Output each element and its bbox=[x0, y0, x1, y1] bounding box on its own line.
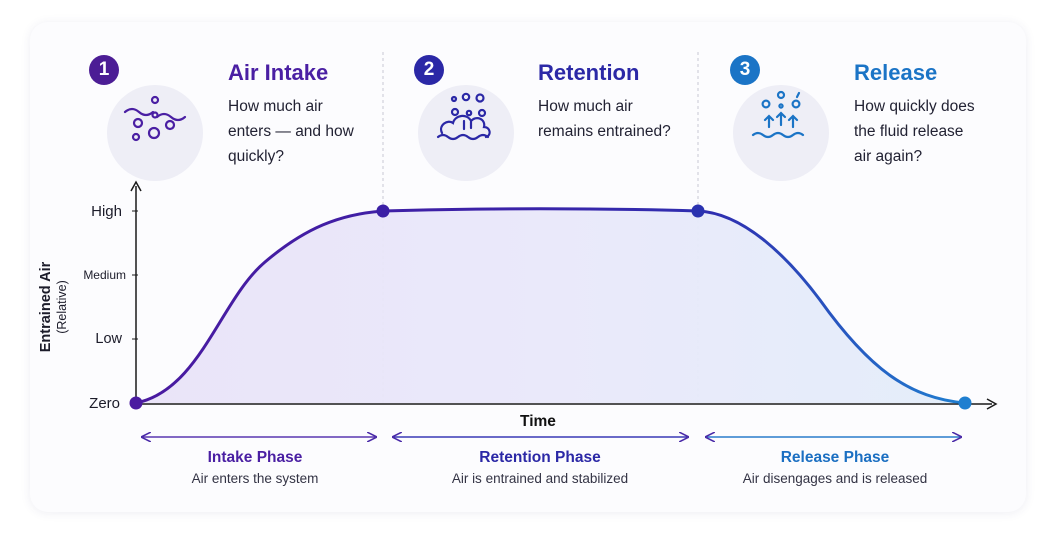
curve-point-start bbox=[129, 396, 143, 410]
y-axis-title-area: Entrained Air (Relative) bbox=[24, 232, 84, 382]
phase-1-question-line: quickly? bbox=[228, 148, 284, 165]
intake-phase-label: Intake Phase bbox=[207, 449, 303, 466]
air-intake-icon-circle bbox=[107, 85, 203, 181]
y-level-zero: Zero bbox=[89, 395, 120, 412]
release-phase-label: Release Phase bbox=[780, 449, 890, 466]
phase-1-question: How much air enters — and how quickly? bbox=[228, 94, 354, 169]
x-axis-arrow bbox=[986, 398, 998, 410]
curve-point-end bbox=[958, 396, 972, 410]
phase-1-question-line: How much air bbox=[228, 98, 323, 115]
retention-phase-label: Retention Phase bbox=[479, 449, 601, 466]
retention-icon-circle bbox=[418, 85, 514, 181]
y-level-low: Low bbox=[95, 331, 122, 347]
release-phase-description: Air disengages and is released bbox=[742, 471, 928, 486]
phase-3-question-line: the fluid release bbox=[854, 123, 964, 140]
retention-phase-description: Air is entrained and stabilized bbox=[451, 471, 629, 486]
y-axis-arrow bbox=[130, 180, 142, 192]
phase-3-question-line: How quickly does bbox=[854, 98, 975, 115]
entrained-air-curve bbox=[134, 207, 967, 405]
phase-2-badge: 2 bbox=[414, 55, 444, 85]
curve-point-retention-start bbox=[376, 204, 390, 218]
y-level-high: High bbox=[91, 203, 122, 220]
phase-2-question: How much air remains entrained? bbox=[538, 94, 671, 144]
phase-3-question-line: air again? bbox=[854, 148, 923, 165]
x-axis-title: Time bbox=[520, 413, 556, 430]
air-bubbles-waves-icon bbox=[123, 95, 187, 142]
phase-2-question-line: How much air bbox=[538, 98, 633, 115]
y-level-medium: Medium bbox=[83, 268, 126, 282]
y-axis-title-main: Entrained Air bbox=[38, 261, 54, 353]
phase-3-question: How quickly does the fluid release air a… bbox=[854, 94, 975, 169]
bubbles-in-foam-icon bbox=[436, 92, 491, 141]
phase-3-title: Release bbox=[854, 60, 938, 85]
phase-2-title: Retention bbox=[538, 60, 640, 85]
phase-1-title: Air Intake bbox=[228, 60, 329, 85]
phase-3-badge: 3 bbox=[730, 55, 760, 85]
rising-bubbles-icon bbox=[751, 90, 805, 139]
curve-point-retention-end bbox=[691, 204, 705, 218]
intake-phase-description: Air enters the system bbox=[191, 471, 319, 486]
phase-2-question-line: remains entrained? bbox=[538, 123, 671, 140]
phase-1-question-line: enters — and how bbox=[228, 123, 354, 140]
curve-area-fill bbox=[136, 208, 965, 403]
phase-1-badge: 1 bbox=[89, 55, 119, 85]
release-icon-circle bbox=[733, 85, 829, 181]
